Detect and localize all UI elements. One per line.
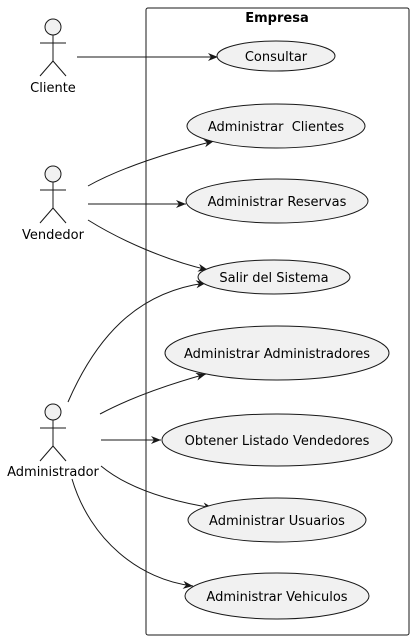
actor-label-cliente: Cliente [30,81,76,96]
use-case-administrar-reservas: Administrar Reservas [185,178,369,224]
actor-vendedor [39,165,67,224]
use-case-consultar: Consultar [216,40,336,72]
actor-administrador [39,403,67,462]
use-case-label-administrar-vehiculos: Administrar Vehiculos [206,590,347,605]
actor-cliente [39,18,67,77]
use-case-label-administrar-administradores: Administrar Administradores [184,347,370,362]
use-case-label-administrar-clientes: Administrar Clientes [208,120,344,135]
system-title: Empresa [245,11,308,26]
actor-label-administrador: Administrador [7,465,99,480]
association-vendedor-adm-clientes [87,139,215,187]
use-case-label-salir-del-sistema: Salir del Sistema [219,271,328,286]
system-boundary: Empresa [145,7,410,636]
use-case-label-consultar: Consultar [245,50,308,65]
use-case-label-administrar-usuarios: Administrar Usuarios [209,514,345,529]
association-administrador-salir [67,280,207,403]
use-case-salir-del-sistema: Salir del Sistema [197,259,351,295]
use-case-administrar-clientes: Administrar Clientes [186,103,366,149]
actor-label-vendedor: Vendedor [22,228,85,243]
use-case-administrar-usuarios: Administrar Usuarios [187,497,367,543]
associations [67,53,218,589]
use-case-administrar-vehiculos: Administrar Vehiculos [184,572,370,620]
association-vendedor-salir [87,219,209,272]
use-case-label-administrar-reservas: Administrar Reservas [208,195,347,210]
association-administrador-adm-admins [99,372,207,415]
use-case-obtener-listado-vendedores: Obtener Listado Vendedores [161,413,393,467]
use-case-administrar-administradores: Administrar Administradores [164,325,390,381]
association-administrador-adm-usuarios [100,465,214,511]
association-administrador-adm-vehiculos [71,478,194,589]
use-case-label-obtener-listado-vendedores: Obtener Listado Vendedores [185,434,370,449]
